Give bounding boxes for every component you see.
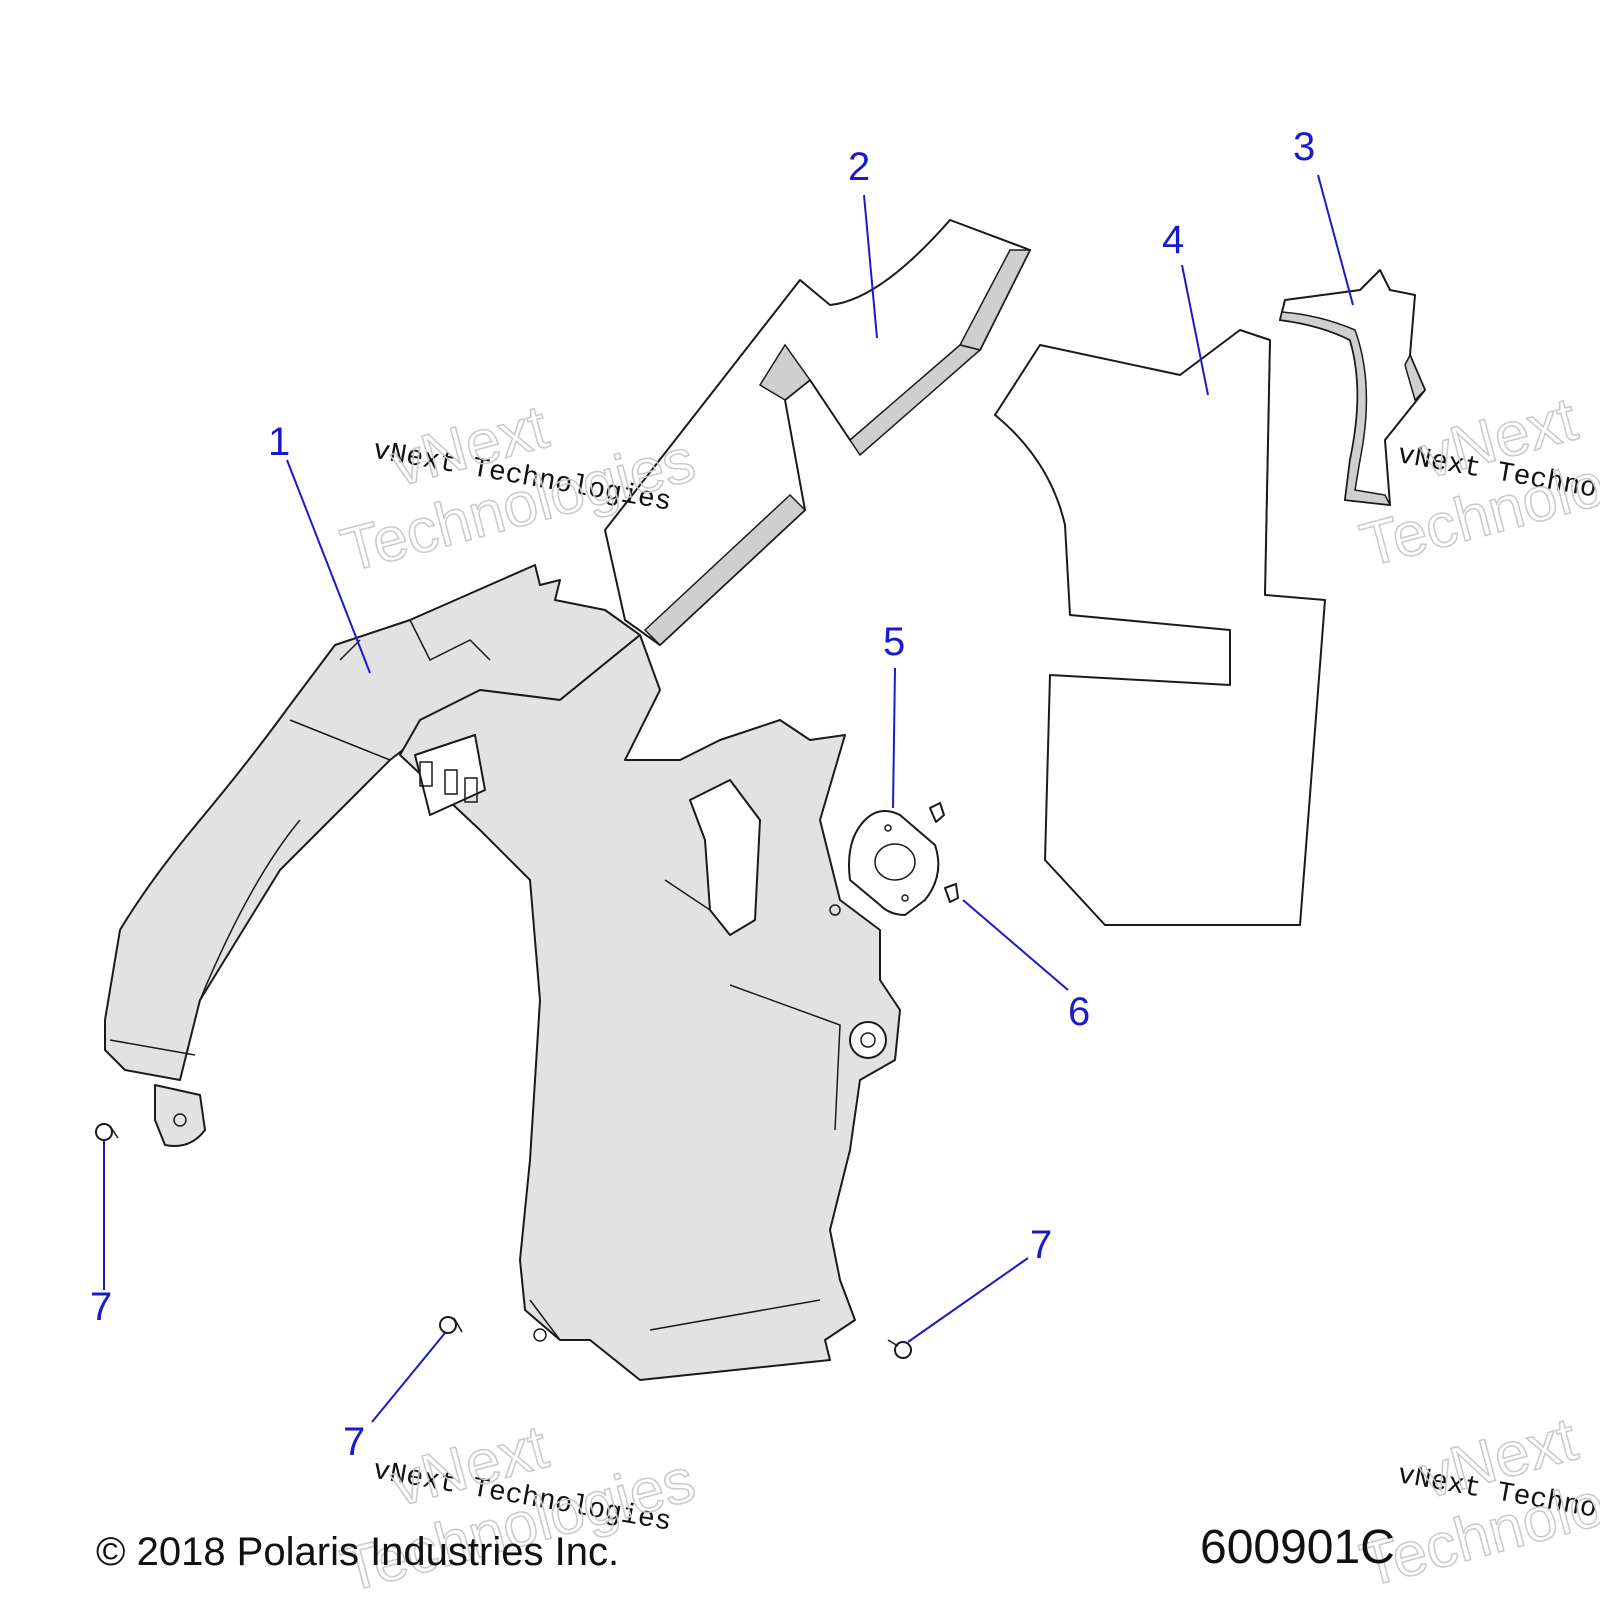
part-3-panel[interactable] <box>1279 269 1426 506</box>
part-2-panel[interactable] <box>604 219 1032 647</box>
part-5-grommet[interactable] <box>848 810 940 916</box>
callout-7-left: 7 <box>90 1285 112 1329</box>
center-panel[interactable] <box>399 634 901 1381</box>
part-1-fender[interactable] <box>104 564 641 1147</box>
callout-6: 6 <box>1068 990 1090 1034</box>
callout-3: 3 <box>1293 125 1315 169</box>
part-6-screws[interactable] <box>929 802 959 903</box>
part-7-rivet-left[interactable] <box>95 1123 119 1141</box>
callout-4: 4 <box>1162 218 1184 262</box>
callout-1: 1 <box>268 420 290 464</box>
callout-5: 5 <box>883 620 905 664</box>
copyright-notice: © 2018 Polaris Industries Inc. <box>96 1530 620 1574</box>
leader-lines <box>103 174 1354 1423</box>
part-4-panel[interactable] <box>994 329 1326 926</box>
drawing-number: 600901C <box>1200 1521 1395 1574</box>
callout-2: 2 <box>848 145 870 189</box>
part-7-rivet-right[interactable] <box>887 1339 912 1359</box>
callout-7-center: 7 <box>343 1420 365 1464</box>
part-7-rivet-center[interactable] <box>439 1316 463 1334</box>
callout-7-right: 7 <box>1030 1223 1052 1267</box>
